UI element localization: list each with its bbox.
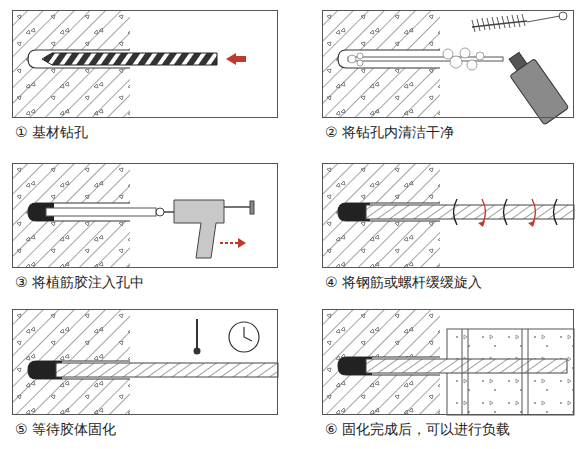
cleaning-brush [472, 21, 527, 27]
dust-puff [357, 53, 363, 59]
step-panel: ① 基材钻孔 [12, 10, 278, 118]
stirrup [462, 329, 463, 415]
rotation-arrow [532, 199, 536, 225]
step-panel: ⑥ 固化完成后，可以进行负载 [322, 309, 574, 415]
stirrup [462, 329, 528, 415]
step-panel: ⑤ 等待胶体固化 [12, 309, 278, 415]
dust-puff [348, 55, 356, 63]
step-panel: ③ 将植筋胶注入孔中 [12, 163, 278, 268]
step-caption: ⑥ 固化完成后，可以进行负载 [325, 420, 510, 438]
dust-puff [460, 48, 470, 58]
dust-puff [348, 48, 484, 70]
cleaning-brush [472, 14, 525, 32]
rebar [366, 359, 567, 373]
rotation-arrow [478, 221, 485, 227]
dust-puff [467, 60, 477, 70]
injection-tube [46, 208, 156, 216]
thermometer [194, 348, 201, 355]
direction-arrow [238, 238, 246, 248]
insertion-illustration [322, 163, 574, 268]
concrete [12, 309, 130, 415]
cleaning-illustration [322, 10, 569, 125]
concrete [322, 10, 440, 118]
loading-illustration [322, 309, 574, 415]
curing-illustration [12, 309, 278, 415]
rotation-arrow [454, 199, 558, 225]
rotation-arrow [478, 221, 535, 227]
blower-bottle [510, 59, 569, 125]
rotation-arrow [554, 199, 558, 225]
rotation-arrow [454, 199, 458, 225]
injection-illustration [12, 163, 254, 268]
rebar [56, 363, 278, 377]
step-panel: ② 将钻孔内清洁干净 [322, 10, 574, 118]
clock [244, 327, 252, 341]
step-caption: ③ 将植筋胶注入孔中 [15, 273, 144, 291]
stirrup [468, 329, 469, 415]
step-caption: ⑤ 等待胶体固化 [15, 420, 116, 438]
clock [229, 322, 259, 352]
dust-puff [357, 60, 363, 66]
injection-gun [164, 211, 174, 213]
injection-gun [224, 206, 250, 208]
concrete [322, 10, 440, 118]
drill-bit [42, 53, 217, 65]
step-caption: ② 将钻孔内清洁干净 [325, 123, 454, 141]
direction-arrow [220, 242, 238, 244]
dust-puff [476, 52, 484, 60]
anchor-adhesive [338, 203, 370, 221]
thermometer [196, 319, 198, 349]
step-panel: ④ 将钢筋或螺杆缓缓旋入 [322, 163, 574, 268]
concrete [12, 309, 130, 415]
step-caption: ① 基材钻孔 [15, 123, 88, 141]
direction-arrow [226, 53, 246, 65]
cleaning-brush [559, 12, 567, 20]
stirrup [522, 329, 523, 415]
cleaning-brush [472, 12, 567, 32]
cleaning-brush [527, 16, 560, 22]
dust-puff [450, 56, 462, 68]
injection-gun [250, 201, 254, 214]
injection-gun [174, 200, 224, 258]
rebar [366, 205, 574, 219]
injection-gun [156, 208, 164, 216]
rotation-arrow [528, 221, 535, 227]
rotation-arrow [482, 199, 486, 225]
blower-bottle [502, 47, 569, 125]
step-caption: ④ 将钢筋或螺杆缓缓旋入 [325, 273, 482, 291]
rotation-arrow [504, 199, 508, 225]
stirrup [528, 329, 529, 415]
drilling-illustration [12, 10, 246, 118]
